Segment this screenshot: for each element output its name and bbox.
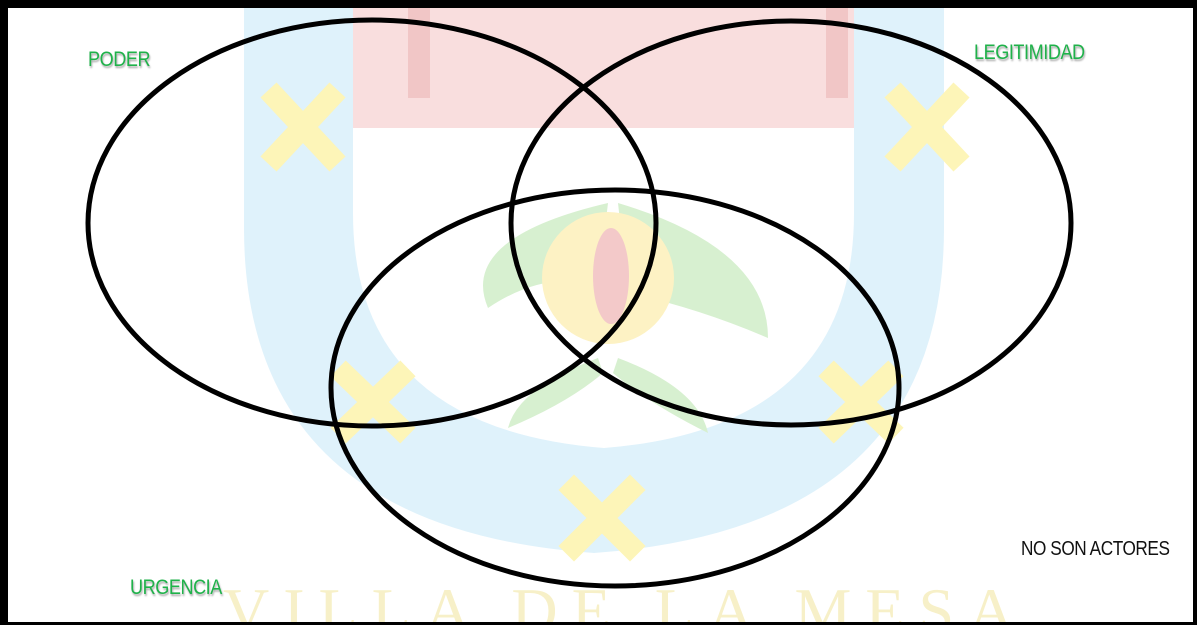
venn-diagram [8,8,1197,625]
circle-legitimidad [511,21,1071,425]
set-label-poder: PODER [88,48,150,72]
set-label-legitimidad: LEGITIMIDAD [974,41,1085,65]
circle-poder [88,20,656,426]
set-label-urgencia: URGENCIA [130,576,222,600]
outside-label: NO SON ACTORES [1021,538,1169,561]
circle-urgencia [331,190,899,586]
